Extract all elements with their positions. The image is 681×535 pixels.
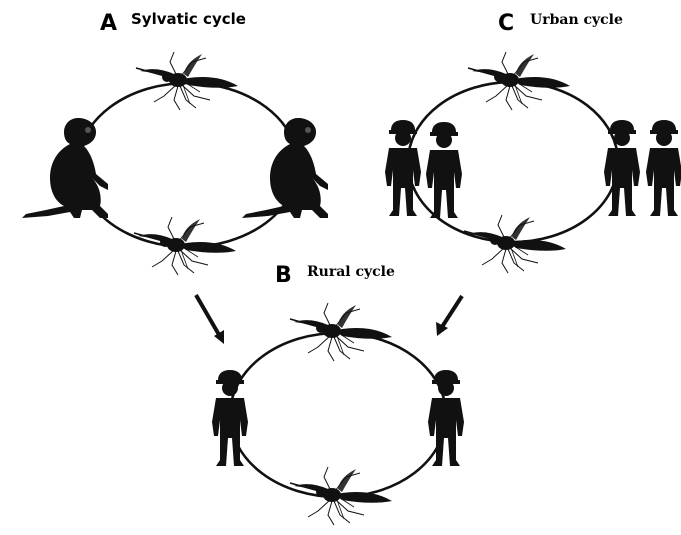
rural-cycle-ring: [230, 333, 446, 497]
panel-c-letter: C: [498, 11, 514, 36]
mosquito-icon: [290, 303, 392, 361]
panel-b-title: Rural cycle: [307, 264, 395, 280]
monkey-icon: [22, 118, 108, 218]
human-icon: [426, 122, 462, 218]
arrow-icon: [196, 295, 222, 340]
sylvatic-cycle-ring: [78, 83, 298, 247]
connector-a-to-b: [196, 295, 224, 344]
mosquito-icon: [136, 52, 238, 110]
mosquito-icon: [464, 215, 566, 273]
panel-a-title: Sylvatic cycle: [131, 10, 246, 28]
panel-c-title: Urban cycle: [530, 12, 623, 28]
human-icon: [646, 120, 681, 216]
human-icon: [604, 120, 640, 216]
mosquito-icon: [134, 217, 236, 275]
monkey-icon: [242, 118, 328, 218]
panel-c: C Urban cycle: [385, 11, 681, 273]
panel-a: A Sylvatic cycle: [22, 10, 328, 275]
mosquito-icon: [290, 467, 392, 525]
panel-b-letter: B: [275, 263, 292, 288]
panel-b: B Rural cycle: [212, 263, 464, 525]
connector-c-to-b: [436, 296, 462, 336]
mosquito-icon: [468, 52, 570, 110]
panel-a-letter: A: [100, 11, 117, 36]
arrow-icon: [440, 296, 462, 330]
